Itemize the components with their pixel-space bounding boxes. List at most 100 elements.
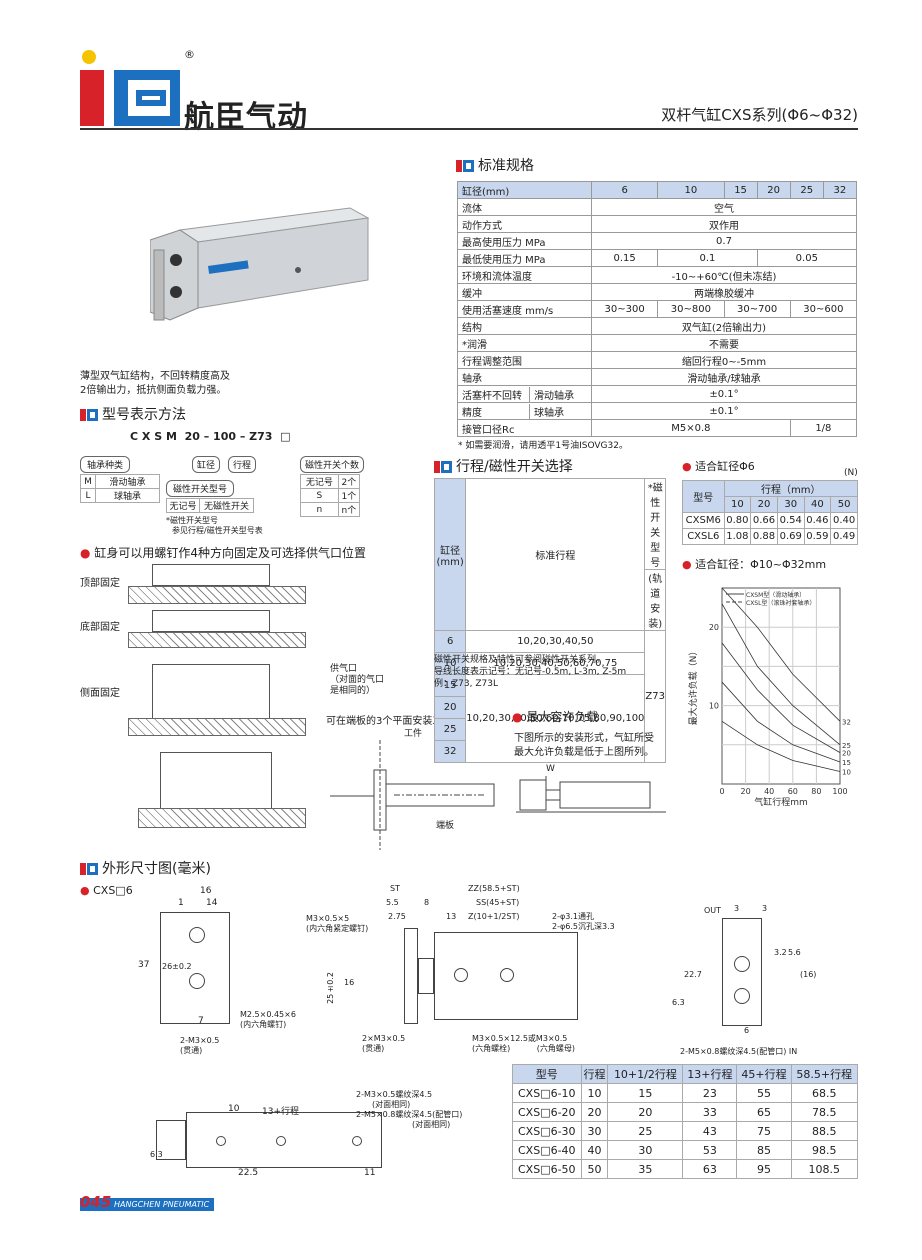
dim-cell: 23 (682, 1083, 738, 1103)
model-notes: *磁性开关型号 参见行程/磁性开关型号表 (166, 516, 263, 536)
model-label-switch-type: 磁性开关型号 (166, 480, 235, 497)
mount-vertical-plate (138, 808, 306, 828)
series-label: 20 (842, 750, 851, 758)
m3c-note-2: (贯通) (180, 1046, 203, 1055)
chart-title: 适合缸径：Φ10~Φ32mm (695, 558, 827, 571)
dim-63b: 6.3 (150, 1150, 163, 1159)
dim-cell: CXS□6-10 (512, 1083, 582, 1103)
logo-dot (82, 50, 96, 64)
bore-cell: 15 (723, 181, 758, 199)
dims-subtitle: CXS□6 (93, 884, 133, 897)
bore-cell: 6 (590, 181, 659, 199)
brand-logo (80, 50, 180, 126)
dim-header-cell: 行程 (580, 1064, 609, 1084)
table-row: 无记号无磁性开关 (166, 498, 255, 513)
bottom-note-1: 2-M3×0.5螺纹深4.5 (356, 1090, 433, 1099)
option-cell: n (300, 502, 339, 517)
series-label: 32 (842, 718, 851, 726)
bore-label: 缸径(mm) (457, 181, 592, 199)
air-port-line-1: 供气口 (330, 664, 358, 674)
dim-10: 10 (228, 1104, 240, 1114)
stroke-title: 行程/磁性开关选择 (456, 459, 573, 475)
option-cell: 无记号 (300, 474, 339, 489)
spec-value: 两端橡胶缓冲 (591, 283, 857, 301)
dim-7: 7 (198, 1016, 204, 1026)
spec-value: 双作用 (591, 215, 857, 233)
stroke-notes: 磁性开关规格及特性可参阅磁性开关系列。 导线长度表示记号：无记号-0.5m, L… (434, 654, 626, 690)
model-label-stroke: 行程 (228, 456, 257, 473)
load-model-cell: CXSM6 (682, 512, 725, 529)
stroke-switch-model: Z73 (644, 630, 666, 763)
load-value-cell: 0.66 (750, 512, 778, 529)
model-note-1: *磁性开关型号 (166, 516, 218, 525)
load-value-cell: 0.59 (803, 528, 832, 545)
m3e-note-2: (六角螺栓) (472, 1044, 511, 1053)
bottom-notes: 2-M3×0.5螺纹深4.5 (对面相同) 2-M5×0.8螺纹深4.5(配管口… (356, 1090, 462, 1130)
table-row: *润滑不需要 (457, 334, 857, 352)
spec-value: 30~700 (723, 300, 791, 318)
dim-cell: 33 (682, 1102, 738, 1122)
m25-note-1: M2.5×0.45×6 (240, 1010, 296, 1019)
dim-16c: (16) (800, 970, 817, 979)
legend-label: CXSL型（滚珠衬套轴承） (746, 599, 815, 607)
bore-cell: 25 (789, 181, 824, 199)
dim-cell: 98.5 (790, 1140, 859, 1160)
side-view-drawing (404, 928, 578, 1024)
dim-cell: 85 (736, 1140, 792, 1160)
m3-notes: M3×0.5×5 (内六角紧定螺钉) (306, 914, 368, 934)
table-row: 32 (433, 740, 666, 763)
spec-label: 缓冲 (457, 283, 592, 301)
bullet-icon: ● (682, 558, 692, 571)
dim-st: ST (390, 884, 400, 893)
m3d-note-2: (贯通) (362, 1044, 385, 1053)
model-label-bore: 缸径 (192, 456, 221, 473)
table-row: 结构双气缸(2倍输出力) (457, 317, 857, 335)
table-row: 缓冲两端橡胶缓冲 (457, 283, 857, 301)
mount-bottom-cylinder (152, 610, 270, 632)
m3c-note: 2-M3×0.5 (贯通) (180, 1036, 219, 1056)
end-plate-drawing (330, 740, 500, 850)
stroke-col-bore: 缸径(mm) (433, 478, 467, 631)
dim-cell: CXS□6-20 (512, 1102, 582, 1122)
bottom-note-4: (对面相同) (412, 1120, 451, 1129)
load-stroke-cell: 20 (750, 496, 778, 513)
load-value-cell: 0.88 (750, 528, 778, 545)
registered-mark: ® (184, 48, 195, 61)
model-label-switch-count: 磁性开关个数 (300, 456, 365, 473)
m3e-notes: M3×0.5×12.5或M3×0.5 (六角螺栓) (六角螺母) (472, 1034, 575, 1054)
spec-value: 空气 (591, 198, 857, 216)
dim-1: 1 (178, 898, 184, 908)
dim-header-cell: 型号 (512, 1064, 582, 1084)
plate-mount-title: 可在端板的3个平面安装工件 (326, 716, 453, 727)
spec-label: 结构 (457, 317, 592, 335)
stroke-col-switch-sub: (轨道安装) (644, 569, 666, 631)
dim-8: 8 (424, 898, 430, 907)
dim-cell: 30 (607, 1140, 684, 1160)
load-w-label: W (546, 764, 555, 774)
option-cell: M (79, 474, 97, 489)
load-stroke-cell: 40 (803, 496, 832, 513)
m3c-note-1: 2-M3×0.5 (180, 1036, 220, 1045)
m3e-note-1: M3×0.5×12.5或M3×0.5 (472, 1034, 568, 1043)
mount-title: 缸身可以用螺钉作4种方向固定及可选择供气口位置 (94, 546, 366, 560)
spec-label: 行程调整范围 (457, 351, 592, 369)
dim-cell: 95 (736, 1159, 792, 1179)
spec-value: M5×0.8 (591, 419, 791, 437)
model-note-2: 参见行程/磁性开关型号表 (172, 526, 263, 535)
table-row: 20 (433, 696, 666, 719)
max-load-line-2: 最大允许负载是低于上图所列。 (514, 747, 654, 758)
mount-top-cylinder (152, 564, 270, 586)
brand-mini-icon (80, 861, 98, 875)
model-title: 型号表示方法 (102, 407, 186, 423)
